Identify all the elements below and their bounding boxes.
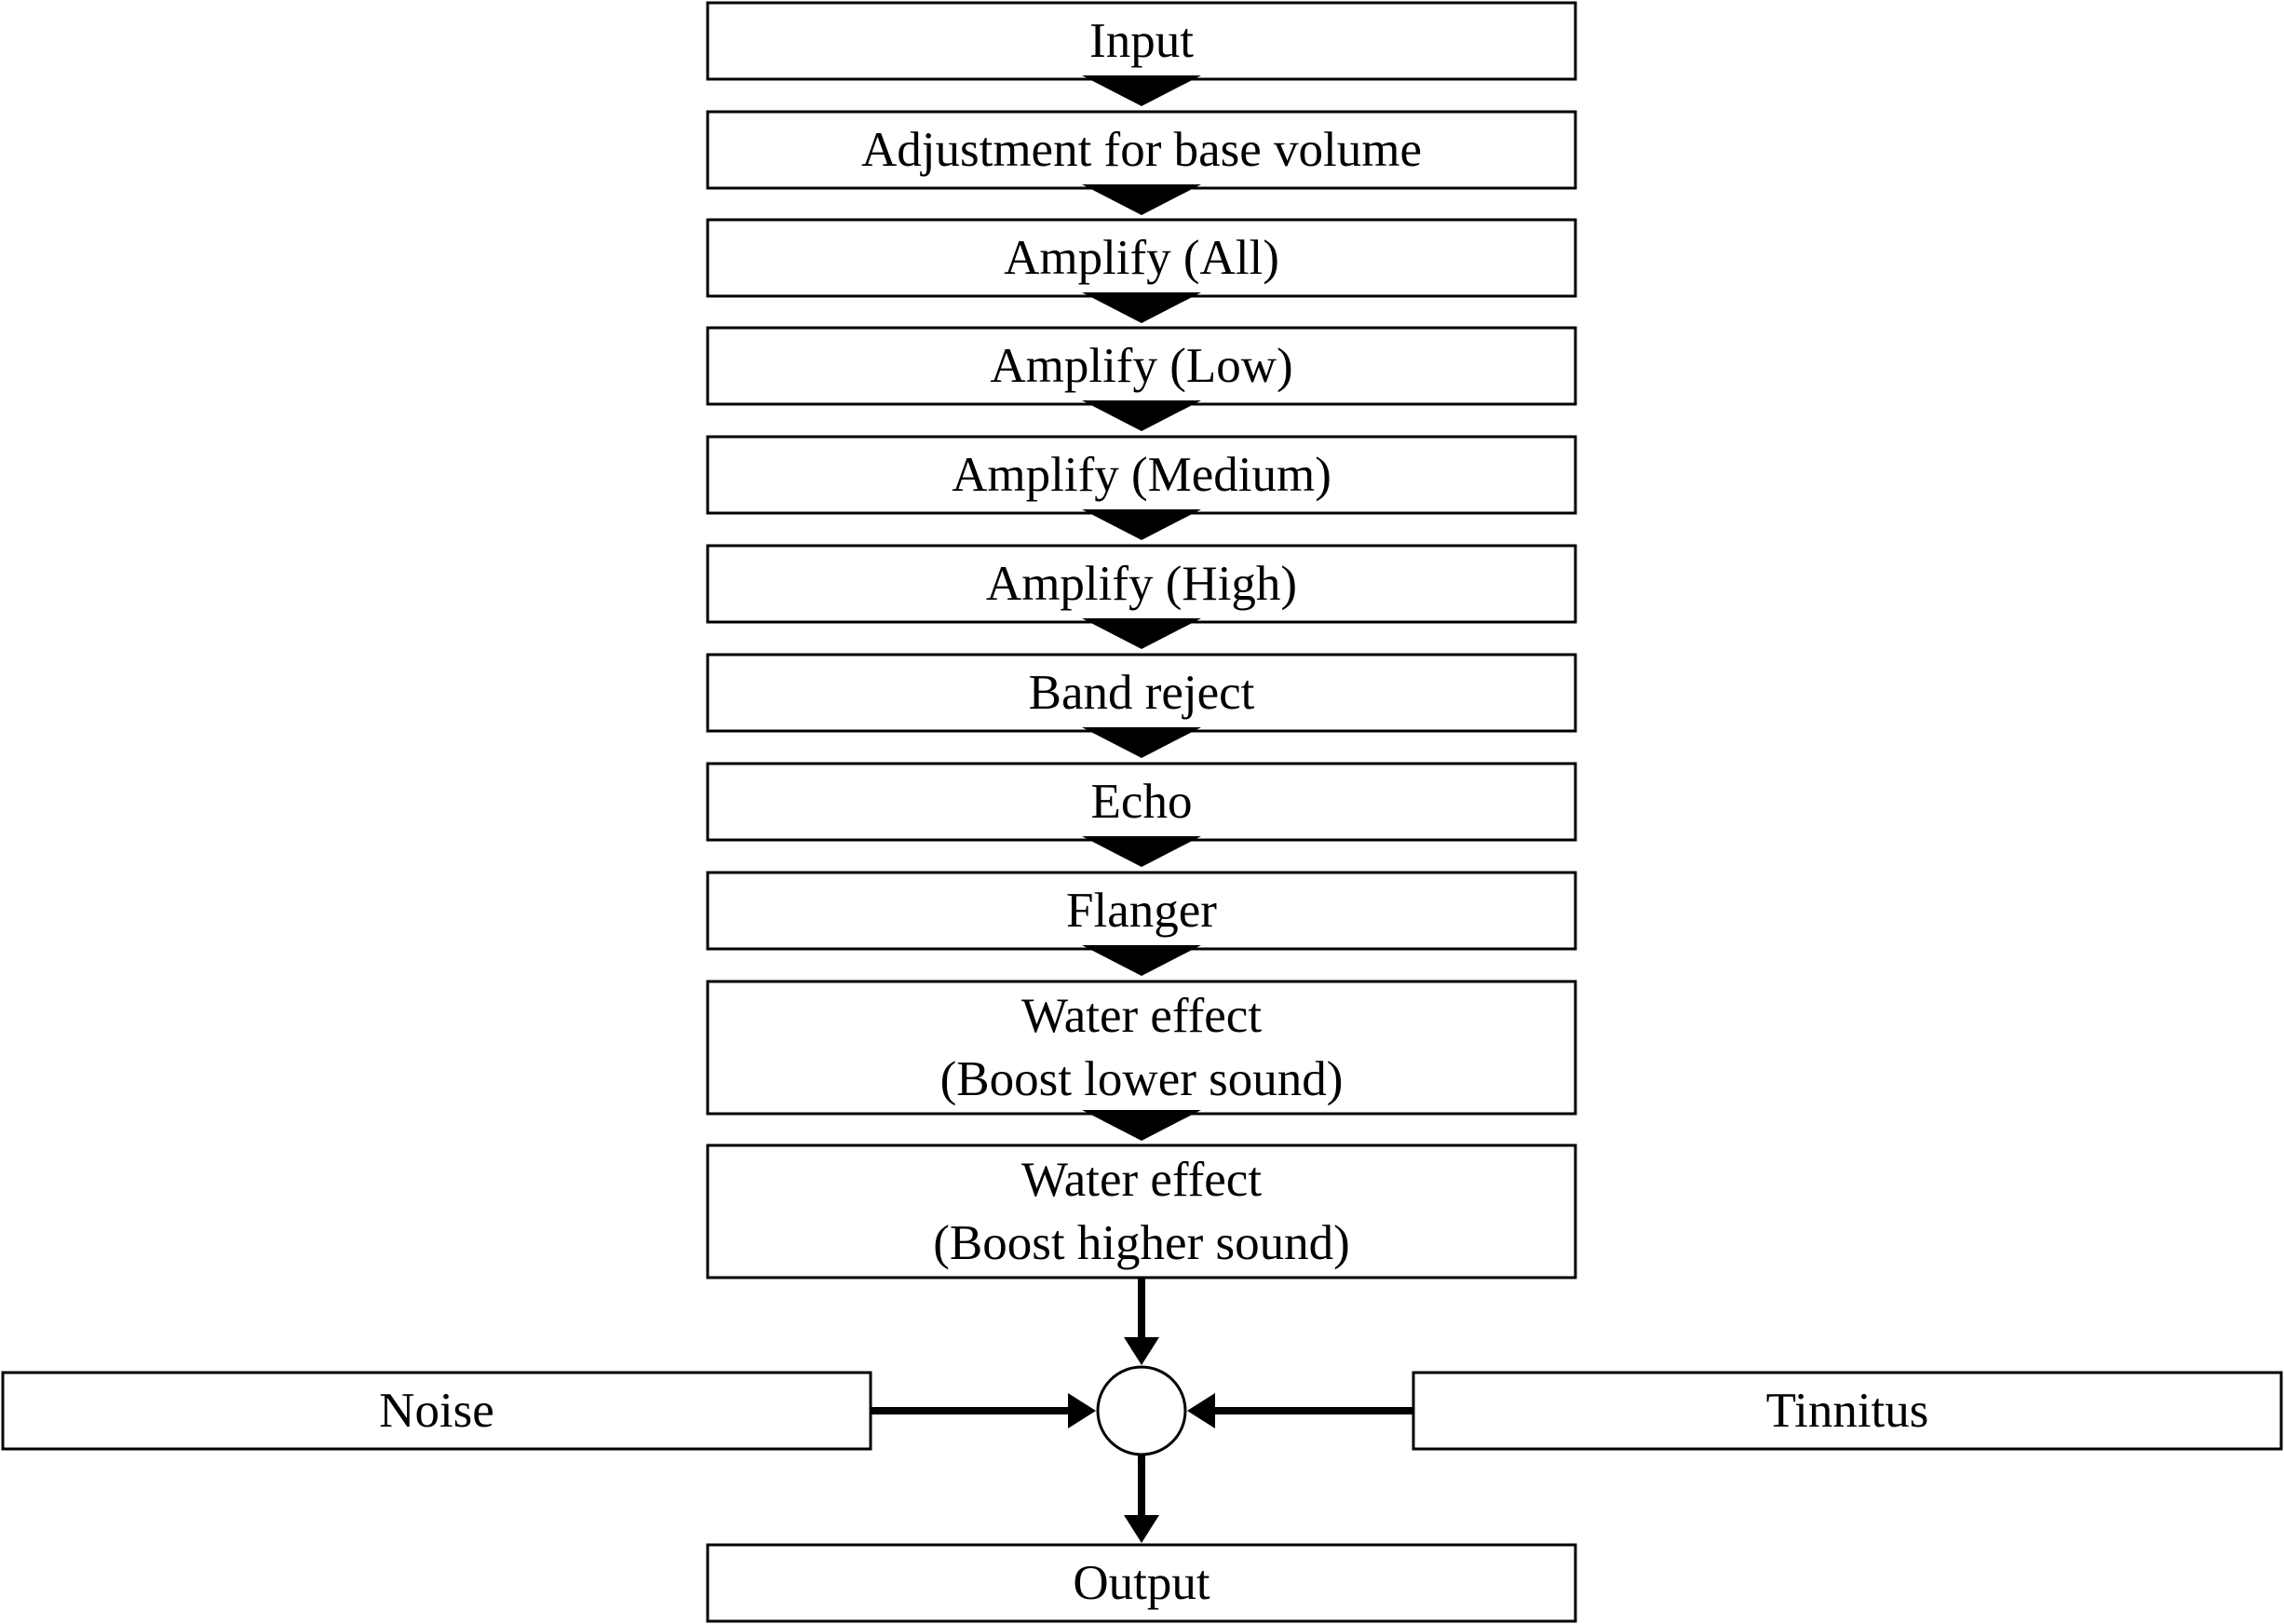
box-adjust-base-volume: Adjustment for base volume xyxy=(706,110,1577,190)
box-amplify-medium: Amplify (Medium) xyxy=(706,435,1577,515)
box-label: Noise xyxy=(379,1384,494,1438)
box-label: Water effect xyxy=(1021,1153,1262,1207)
box-frame xyxy=(706,1,1577,81)
arrowhead-icon xyxy=(1187,1393,1215,1428)
down-arrow-icon xyxy=(1082,836,1201,867)
box-frame xyxy=(706,326,1577,406)
box-frame xyxy=(1,1371,872,1451)
box-frame xyxy=(706,110,1577,190)
box-label: Amplify (All) xyxy=(1004,231,1279,285)
down-arrow-icon xyxy=(1082,292,1201,323)
box-label: (Boost lower sound) xyxy=(940,1052,1344,1106)
arrow-junction-to-output xyxy=(1124,1455,1159,1543)
box-water-effect-higher: Water effect (Boost higher sound) xyxy=(706,1144,1577,1279)
box-amplify-low: Amplify (Low) xyxy=(706,326,1577,406)
box-label: Output xyxy=(1073,1556,1210,1610)
box-amplify-high: Amplify (High) xyxy=(706,544,1577,624)
box-flanger: Flanger xyxy=(706,871,1577,951)
box-noise: Noise xyxy=(1,1371,872,1451)
arrow-chain-to-junction xyxy=(1124,1278,1159,1365)
arrowhead-icon xyxy=(1124,1337,1159,1365)
box-label: Band reject xyxy=(1029,666,1255,720)
box-water-effect-lower: Water effect (Boost lower sound) xyxy=(706,980,1577,1116)
down-arrow-icon xyxy=(1082,727,1201,758)
box-frame xyxy=(706,1543,1577,1623)
box-band-reject: Band reject xyxy=(706,653,1577,733)
box-frame xyxy=(1412,1371,2283,1451)
box-label: (Boost higher sound) xyxy=(933,1216,1350,1270)
box-label: Water effect xyxy=(1021,989,1262,1043)
box-label: Amplify (High) xyxy=(986,557,1297,611)
box-amplify-all: Amplify (All) xyxy=(706,218,1577,298)
box-echo: Echo xyxy=(706,762,1577,842)
box-frame xyxy=(706,980,1577,1116)
box-label: Input xyxy=(1089,14,1194,68)
summing-junction-icon xyxy=(1096,1365,1187,1456)
box-output: Output xyxy=(706,1543,1577,1623)
arrowhead-icon xyxy=(1068,1393,1096,1428)
down-arrow-icon xyxy=(1082,75,1201,106)
box-label: Adjustment for base volume xyxy=(861,123,1422,177)
box-label: Amplify (Low) xyxy=(990,339,1292,393)
down-arrow-icon xyxy=(1082,618,1201,649)
box-label: Echo xyxy=(1091,775,1193,829)
box-label: Flanger xyxy=(1066,884,1217,938)
box-label: Tinnitus xyxy=(1766,1384,1929,1438)
box-frame xyxy=(706,218,1577,298)
down-arrow-icon xyxy=(1082,509,1201,540)
down-arrow-icon xyxy=(1082,400,1201,431)
box-label: Amplify (Medium) xyxy=(952,448,1331,502)
down-arrow-icon xyxy=(1082,184,1201,215)
box-frame xyxy=(706,1144,1577,1279)
down-arrow-icon xyxy=(1082,945,1201,976)
box-frame xyxy=(706,544,1577,624)
arrow-noise-to-junction xyxy=(871,1393,1096,1428)
arrowhead-icon xyxy=(1124,1515,1159,1543)
box-frame xyxy=(706,762,1577,842)
box-tinnitus: Tinnitus xyxy=(1412,1371,2283,1451)
down-arrow-icon xyxy=(1082,1110,1201,1141)
arrow-tinnitus-to-junction xyxy=(1187,1393,1413,1428)
box-input: Input xyxy=(706,1,1577,81)
